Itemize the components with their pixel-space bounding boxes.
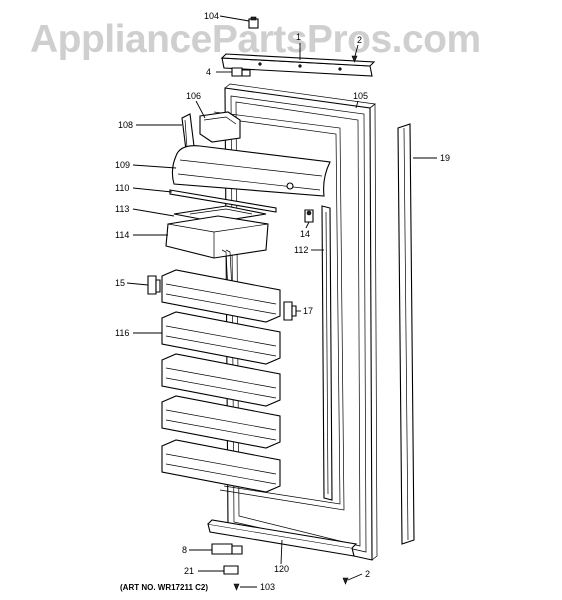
bracket-15 <box>147 275 161 295</box>
callout-120: 120 <box>274 564 289 574</box>
shelf-rail-112 <box>321 205 333 501</box>
bottom-hinge-8 <box>211 543 243 555</box>
dairy-frame-106 <box>199 111 241 143</box>
callout-116: 116 <box>115 328 129 338</box>
dairy-door-109 <box>171 145 331 197</box>
callout-113: 113 <box>115 204 129 214</box>
callout-2-bottom: 2 <box>365 569 370 579</box>
callout-labels: 104 1 2 4 106 105 108 19 109 110 113 14 … <box>115 11 450 592</box>
door-shelf-4 <box>161 395 281 449</box>
bottom-trim-120 <box>207 519 358 557</box>
clip-14 <box>304 209 314 223</box>
callout-109: 109 <box>115 160 130 170</box>
bin-114 <box>165 215 269 259</box>
screw-2-bottom <box>342 577 349 585</box>
callout-8: 8 <box>182 545 187 555</box>
screw-2-top <box>351 55 358 63</box>
leader-lines <box>126 15 437 588</box>
callout-110: 110 <box>115 183 129 193</box>
callout-15: 15 <box>115 278 125 288</box>
handle-strip-19 <box>397 123 415 545</box>
hinge-pin-104 <box>248 16 259 29</box>
trim-strip-110 <box>169 189 277 213</box>
door-shelf-2 <box>161 311 281 365</box>
callout-105: 105 <box>353 91 368 101</box>
callout-112: 112 <box>294 245 308 255</box>
callout-2-top: 2 <box>357 35 362 45</box>
bracket-17 <box>283 301 297 321</box>
side-strip-108 <box>181 113 195 151</box>
callout-17: 17 <box>303 306 313 316</box>
door-liner <box>213 111 345 511</box>
top-hinge-bar <box>220 53 376 77</box>
door-shelf-1 <box>161 269 281 323</box>
callout-21: 21 <box>184 566 194 576</box>
callout-103: 103 <box>260 582 275 592</box>
screw-103 <box>233 583 240 591</box>
callout-19: 19 <box>440 153 450 163</box>
hinge-cap-21 <box>223 565 239 575</box>
callout-108: 108 <box>118 120 133 130</box>
callout-14: 14 <box>300 229 310 239</box>
callout-1: 1 <box>296 32 301 42</box>
callout-114: 114 <box>115 230 129 240</box>
door-shelf-5 <box>161 439 281 493</box>
callout-4: 4 <box>206 67 211 77</box>
door-shelf-3 <box>161 353 281 407</box>
hinge-bracket-4 <box>231 67 251 77</box>
callout-104: 104 <box>204 11 219 21</box>
center-stanchion <box>221 249 233 291</box>
art-number: (ART NO. WR17211 C2) <box>120 583 208 592</box>
callout-106: 106 <box>186 91 201 101</box>
